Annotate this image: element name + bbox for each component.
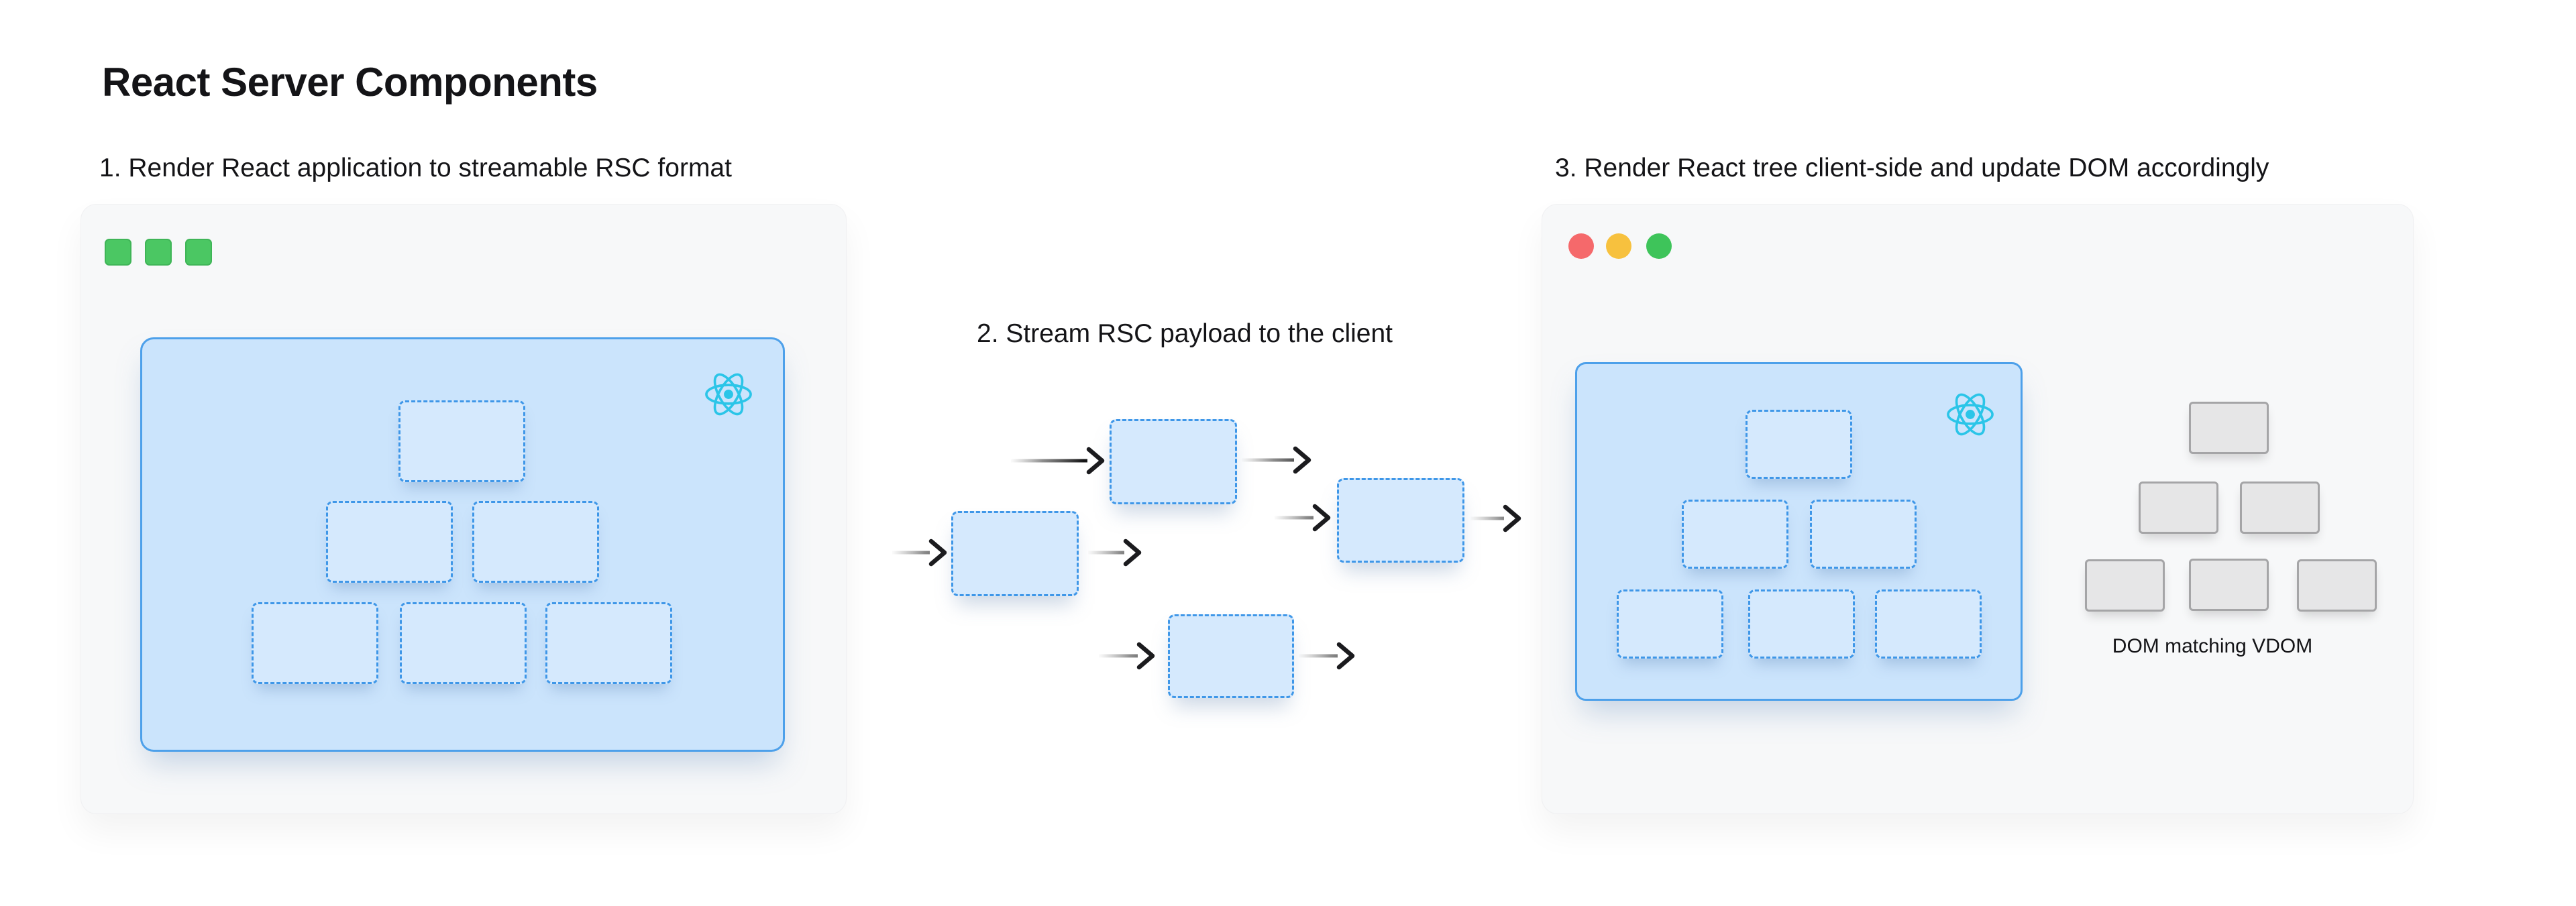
flow-arrow-icon [1088, 539, 1142, 567]
vdom-node-box [252, 602, 378, 684]
vdom-node-box [1875, 589, 1982, 659]
green-square-control-icon [145, 239, 172, 266]
flow-arrow-icon [1470, 504, 1521, 532]
step-1-label: 1. Render React application to streamabl… [99, 154, 732, 182]
rsc-chunk-box [951, 511, 1079, 596]
dom-caption: DOM matching VDOM [2112, 635, 2313, 657]
page-title: React Server Components [102, 60, 598, 105]
step-3-label: 3. Render React tree client-side and upd… [1555, 154, 2269, 182]
step-2-label: 2. Stream RSC payload to the client [977, 319, 1393, 348]
flow-arrow-icon [1275, 504, 1331, 532]
vdom-node-box [1617, 589, 1723, 659]
dom-node-box [2085, 559, 2165, 612]
react-tree-panel-server [140, 337, 785, 752]
rsc-chunk-box [1337, 478, 1464, 563]
vdom-node-box [326, 501, 453, 583]
vdom-node-box [1810, 500, 1917, 569]
green-traffic-light-icon [1646, 233, 1672, 259]
red-traffic-light-icon [1568, 233, 1594, 259]
react-tree-panel-client [1575, 362, 2023, 701]
flow-arrow-icon [1242, 446, 1311, 474]
vdom-node-box [1748, 589, 1855, 659]
green-square-control-icon [185, 239, 212, 266]
rsc-chunk-box [1110, 419, 1237, 504]
vdom-node-box [1682, 500, 1788, 569]
vdom-node-box [398, 400, 525, 482]
green-square-control-icon [105, 239, 131, 266]
client-window: DOM matching VDOM [1542, 204, 2414, 814]
flow-arrow-icon [1099, 642, 1155, 670]
react-logo-icon [705, 369, 752, 420]
dom-node-box [2240, 482, 2320, 534]
react-logo-icon [1947, 389, 1994, 440]
dom-node-box [2297, 559, 2377, 612]
dom-node-box [2189, 559, 2269, 611]
vdom-node-box [545, 602, 672, 684]
vdom-node-box [1746, 410, 1852, 479]
server-window [80, 204, 847, 814]
rsc-chunk-box [1168, 614, 1294, 698]
yellow-traffic-light-icon [1606, 233, 1631, 259]
flow-arrow-icon [1011, 447, 1105, 475]
flow-arrow-icon [1299, 642, 1355, 670]
vdom-node-box [400, 602, 527, 684]
flow-arrow-icon [892, 539, 947, 567]
dom-node-box [2189, 402, 2269, 454]
dom-node-box [2139, 482, 2218, 534]
vdom-node-box [472, 501, 599, 583]
